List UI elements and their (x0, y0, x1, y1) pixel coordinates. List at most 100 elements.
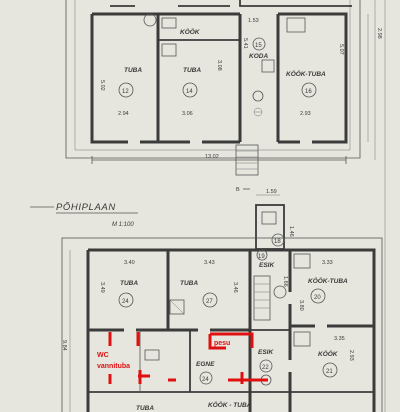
door-gap (198, 327, 210, 333)
room-24-number: 24 (122, 299, 129, 305)
room-22-number-circle (259, 359, 273, 373)
room-21-width: 3.35 (334, 336, 345, 342)
kitchen-stove-21 (293, 331, 311, 347)
corridor-width: 1.66 (282, 276, 288, 287)
esik-stair (253, 275, 271, 321)
room-12-height: 5.02 (99, 80, 105, 91)
room-14-number: 14 (186, 89, 193, 95)
stove-box-27 (169, 299, 185, 315)
entrance-label: B (236, 187, 240, 193)
door-gap (287, 292, 293, 304)
room-egne-number-circle (199, 371, 213, 385)
room-27-width: 3.43 (204, 260, 215, 266)
total-width-label: 13.02 (205, 154, 219, 160)
door-gap (124, 327, 136, 333)
porch-width: 1.59 (266, 189, 277, 195)
room-kook-upper-name: KÖÖK (180, 27, 201, 36)
upper-plan: TUBA 12 2.94 5.02 KÖÖK TUBA 14 3.06 3.08… (65, 0, 382, 176)
room-16-height: 5.07 (338, 44, 344, 55)
lower-side-dimension: 9.84 (61, 340, 67, 351)
room-19-number: 19 (258, 254, 265, 260)
svg-text:18: 18 (274, 239, 281, 245)
chimney-circle (273, 285, 287, 299)
annotation-wc: WC (97, 352, 109, 359)
room-16-number-circle (301, 82, 317, 98)
room-16-number: 16 (305, 89, 312, 95)
red-wall-wc (108, 332, 150, 384)
room-19-name: ESIK (259, 262, 275, 269)
room-15-height: 5.41 (242, 38, 248, 49)
lower-foundation-outline (61, 237, 383, 412)
koda-circle-symbol (252, 90, 264, 102)
door-gap (190, 139, 202, 145)
stair-height: 1.46 (288, 226, 294, 237)
room-16-name: KÖÖK-TUBA (286, 69, 326, 78)
room-21-height: 2.93 (348, 350, 354, 361)
kitchen-stove-20 (293, 253, 311, 269)
room-15-name: KODA (249, 53, 268, 60)
room-24-name: TUBA (120, 280, 138, 287)
room-12-width: 2.94 (118, 111, 129, 117)
stove-symbol (143, 13, 157, 27)
upper-foundation-outline (65, 0, 361, 159)
room-27-number: 27 (206, 299, 213, 305)
room-15-width: 1.53 (248, 18, 259, 24)
room-22-name: ESIK (258, 349, 274, 356)
room-15-number-circle (252, 37, 266, 51)
room-20-number-circle (310, 288, 326, 304)
room-kook-tuba-bottom-name: KÖÖK - TUBA (208, 400, 252, 409)
room-19-number-circle (256, 249, 268, 261)
wc-fixture (144, 349, 160, 361)
room-20-name: KÖÖK-TUBA (308, 276, 348, 285)
door-gap (315, 323, 327, 329)
room-20-number: 20 (314, 295, 321, 301)
upper-foundation-inner (74, 0, 351, 151)
door-gap (300, 139, 312, 145)
room-22-number: 22 (262, 365, 269, 371)
room-21-number: 21 (326, 369, 333, 375)
room-27-name: TUBA (180, 280, 198, 287)
door-gap (287, 360, 293, 372)
room-24-height: 3.49 (99, 282, 105, 293)
plan-title: PÕHIPLAAN (56, 202, 116, 213)
annotation-vannituba: vannituba (97, 363, 130, 370)
lower-plan: B 1.59 18 1.46 (61, 187, 383, 412)
red-markup (108, 332, 268, 384)
room-16-width: 2.93 (300, 111, 311, 117)
chimney-box (261, 59, 275, 73)
room-24-width: 3.40 (124, 260, 135, 266)
room-20-width: 3.33 (322, 260, 333, 266)
room-27-number-circle (202, 292, 218, 308)
room-18-circle (271, 233, 285, 247)
room-21-name: KÖÖK (318, 349, 339, 358)
plan-scale: M 1:100 (112, 222, 134, 228)
red-wall-egne (168, 372, 268, 384)
room-24-number-circle (118, 292, 134, 308)
room-15-number: 15 (255, 43, 262, 49)
kitchen-stove (286, 17, 306, 33)
hearth-box (161, 43, 177, 57)
room-20-height: 3.80 (298, 300, 304, 311)
room-egne-number: 24 (202, 377, 209, 383)
room-27-height: 3.46 (232, 282, 238, 293)
porch-square (261, 211, 277, 225)
upper-top-wall-right (239, 0, 352, 7)
room-21-number-circle (322, 362, 338, 378)
lower-top-right-walls (88, 248, 376, 412)
room-tuba-bottom-name: TUBA (136, 405, 154, 412)
room-12-number-circle (118, 82, 134, 98)
side-dimension-label: 2.98 (376, 28, 382, 39)
room-14-name: TUBA (183, 67, 201, 74)
room-12-number: 12 (122, 89, 129, 95)
stove-box (161, 17, 177, 29)
annotation-pesu: pesu (214, 340, 230, 347)
red-wall-pesu (208, 332, 254, 350)
room-egne-name: EGNE (196, 361, 215, 368)
room-14-number-circle (182, 82, 198, 98)
door-gap (128, 139, 140, 145)
room-14-height: 3.08 (216, 60, 222, 71)
room-14-width: 3.06 (182, 111, 193, 117)
room-12-name: TUBA (124, 67, 142, 74)
